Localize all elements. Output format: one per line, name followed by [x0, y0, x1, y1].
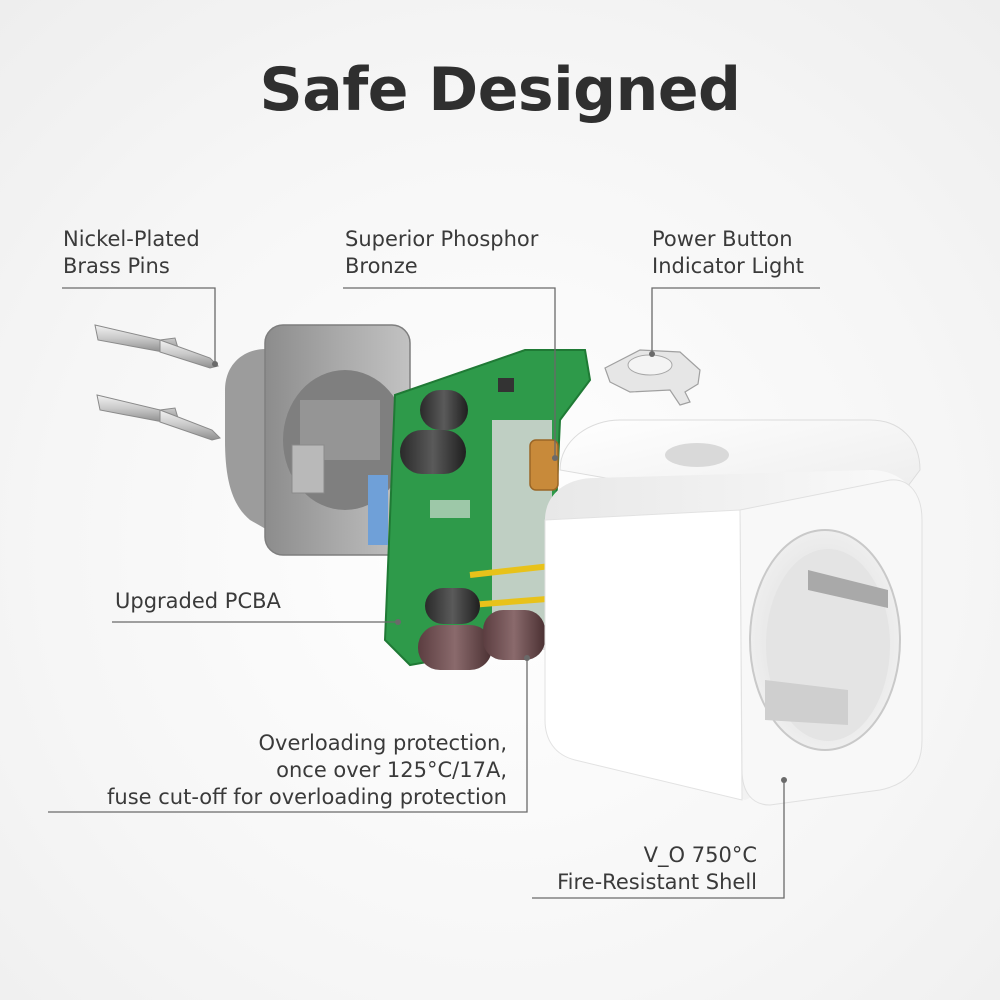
leader-bronze	[343, 287, 556, 455]
callout-overload-line2: once over 125°C/17A,	[276, 758, 507, 782]
page-title: Safe Designed	[259, 55, 741, 125]
callout-power-button-line1: Power Button	[652, 227, 793, 251]
brass-pin-bottom	[96, 394, 221, 441]
callout-brass-pins-line2: Brass Pins	[63, 254, 170, 278]
callout-power-button: Power Button Indicator Light	[652, 226, 804, 280]
callout-pcba: Upgraded PCBA	[115, 588, 281, 615]
callout-phosphor-bronze: Superior Phosphor Bronze	[345, 226, 538, 280]
power-button-part	[604, 349, 701, 406]
callout-phosphor-bronze-line2: Bronze	[345, 254, 418, 278]
callout-overload-line3: fuse cut-off for overloading protection	[107, 785, 507, 809]
callout-pcba-line1: Upgraded PCBA	[115, 589, 281, 613]
pcba-board	[368, 349, 592, 670]
leader-lines	[48, 287, 820, 899]
callout-power-button-line2: Indicator Light	[652, 254, 804, 278]
leader-power	[651, 287, 820, 352]
callout-fire-resistant-shell: V_O 750°C Fire-Resistant Shell	[557, 842, 757, 896]
callout-shell-line2: Fire-Resistant Shell	[557, 870, 757, 894]
callout-brass-pins-line1: Nickel-Plated	[63, 227, 200, 251]
leader-pins	[62, 287, 216, 362]
callout-phosphor-bronze-line1: Superior Phosphor	[345, 227, 539, 251]
leader-shell	[532, 782, 785, 899]
callout-brass-pins: Nickel-Plated Brass Pins	[63, 226, 200, 280]
leader-overload	[48, 660, 528, 813]
callout-overload-line1: Overloading protection,	[258, 731, 508, 755]
callout-shell-line1: V_O 750°C	[643, 843, 757, 867]
fire-resistant-shell	[544, 419, 923, 806]
brass-pin-top	[94, 324, 219, 369]
callout-overload-protection: Overloading protection, once over 125°C/…	[107, 730, 507, 811]
